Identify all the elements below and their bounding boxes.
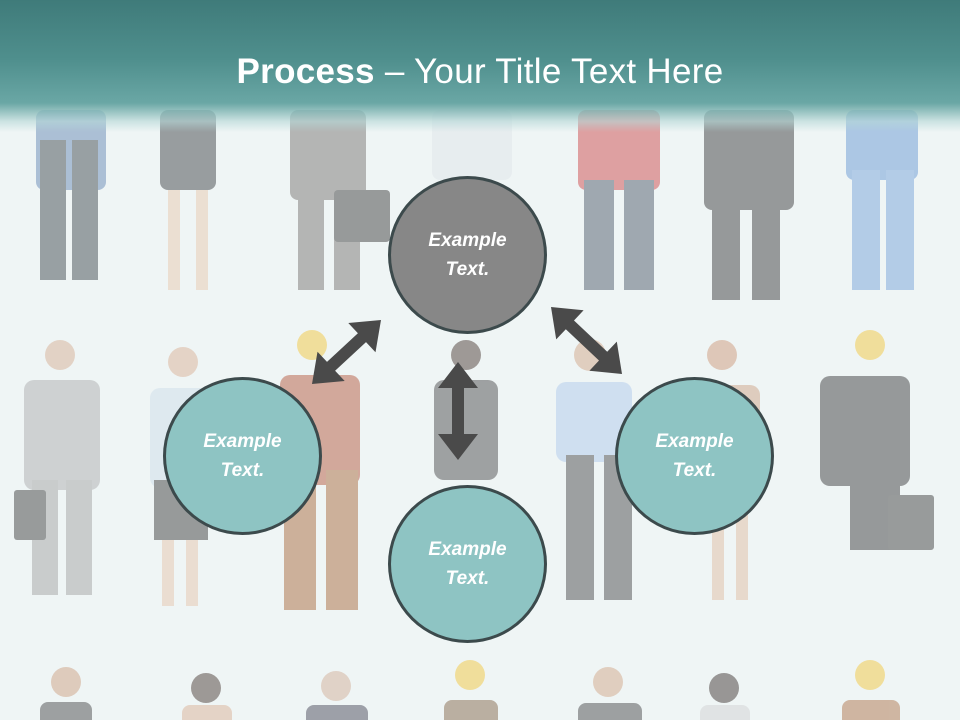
process-node-top: Example Text. xyxy=(388,176,547,334)
process-node-bottom-label: Example Text. xyxy=(428,539,507,589)
double-arrow-top-right xyxy=(551,307,622,374)
double-arrow-top-bottom xyxy=(438,362,478,460)
title-bar xyxy=(0,0,960,132)
process-node-right: Example Text. xyxy=(615,377,774,535)
process-node-bottom: Example Text. xyxy=(388,485,547,643)
process-node-right-label: Example Text. xyxy=(655,431,734,481)
slide-title-bold: Process xyxy=(236,52,375,91)
process-node-left-label: Example Text. xyxy=(203,431,282,481)
process-node-top-label: Example Text. xyxy=(428,230,507,280)
process-node-left: Example Text. xyxy=(163,377,322,535)
double-arrow-top-left xyxy=(312,320,381,384)
slide-title-rest: – Your Title Text Here xyxy=(374,52,724,91)
slide-title: Process – Your Title Text Here xyxy=(0,52,960,92)
